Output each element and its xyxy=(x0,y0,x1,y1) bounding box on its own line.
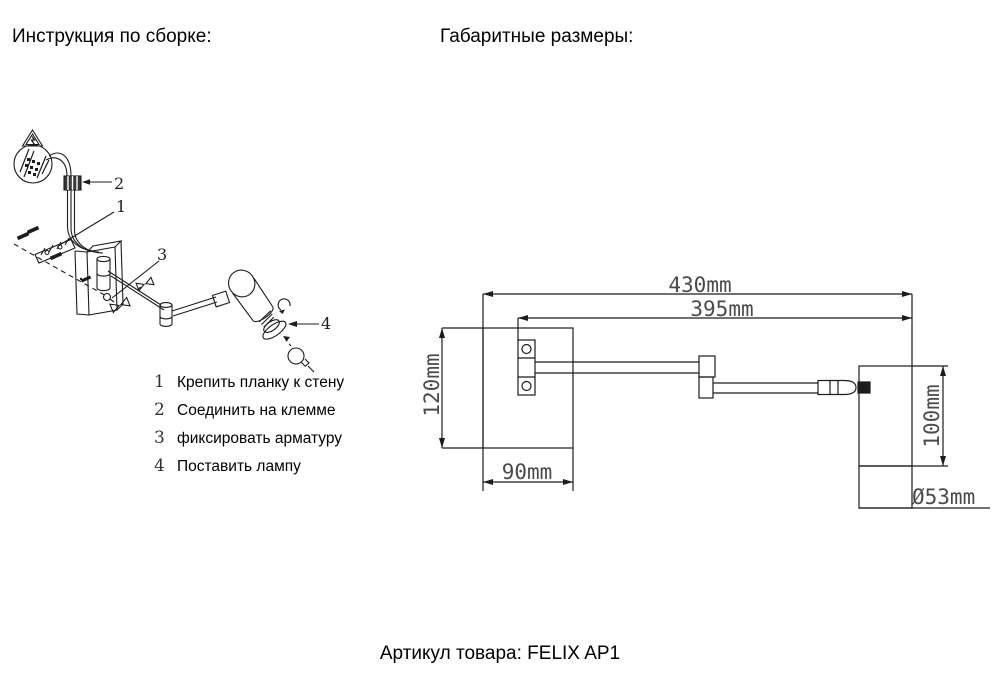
wing-screw-arm xyxy=(135,276,155,292)
step-number: 1 xyxy=(154,372,165,392)
dim-total-width: 430mm xyxy=(668,273,732,297)
plate-outline xyxy=(482,327,574,449)
callout-2: 2 xyxy=(114,174,125,193)
lamp-holder-plan xyxy=(817,379,871,396)
step-row-4: 4 Поставить лампу xyxy=(154,456,344,484)
mounting-rail xyxy=(34,237,76,264)
assembly-title: Инструкция по сборке: xyxy=(12,26,212,47)
socket-spring xyxy=(258,310,275,328)
terminal-pins xyxy=(25,158,40,176)
step-number: 2 xyxy=(154,400,165,420)
warning-icon xyxy=(21,128,44,147)
step-number: 3 xyxy=(154,428,165,448)
wing-screw-lower xyxy=(102,292,131,314)
bulb-insert-arrow xyxy=(283,336,292,347)
arm-1-plan xyxy=(535,361,699,374)
rotation-arrow-icon xyxy=(277,298,291,311)
step-label: Крепить планку к стену xyxy=(177,374,345,391)
step-row-3: 3 фиксировать арматуру xyxy=(154,428,344,456)
mounting-screws xyxy=(16,225,92,283)
wall-plate xyxy=(74,240,124,316)
callout-4: 4 xyxy=(321,314,332,333)
step-number: 4 xyxy=(154,456,165,476)
pivot-joint xyxy=(96,255,111,292)
dim-plate-width: 90mm xyxy=(501,460,553,484)
dim-shade-diameter: Ø53mm xyxy=(912,485,976,509)
dimension-drawing xyxy=(439,291,990,509)
callout-1: 1 xyxy=(116,197,127,216)
callout-leaders xyxy=(57,179,319,327)
callout-3: 3 xyxy=(157,245,168,264)
shade-outline xyxy=(858,365,913,509)
bracket-strip xyxy=(517,339,536,396)
step-row-1: 1 Крепить планку к стену xyxy=(154,372,344,400)
dim-shade-height: 100mm xyxy=(920,384,944,448)
power-wires xyxy=(45,152,104,254)
dimension-arrows xyxy=(439,291,946,485)
bulb-icon xyxy=(287,347,315,373)
elbow-joint xyxy=(159,302,173,327)
step-label: Поставить лампу xyxy=(177,458,301,475)
assembly-diagram xyxy=(13,128,319,373)
terminal-block xyxy=(63,175,82,191)
dim-arm-width: 395mm xyxy=(690,297,754,321)
arm-2-plan xyxy=(713,382,818,394)
product-sku: Артикул товара: FELIX AP1 xyxy=(379,643,621,664)
assembly-steps-list: 1 Крепить планку к стену 2 Соединить на … xyxy=(154,372,344,484)
step-label: фиксировать арматуру xyxy=(177,430,343,447)
step-label: Соединить на клемме xyxy=(177,402,336,419)
elbow-plan xyxy=(698,355,716,399)
lamp-shade-iso xyxy=(228,269,287,340)
step-row-2: 2 Соединить на клемме xyxy=(154,400,344,428)
magnifier-detail xyxy=(13,144,53,184)
dimensions-title: Габаритные размеры: xyxy=(440,26,634,47)
arm-1 xyxy=(107,270,165,311)
dim-plate-height: 120mm xyxy=(420,353,444,417)
rotation-arrow-head xyxy=(279,309,285,314)
arm-2 xyxy=(171,290,231,317)
